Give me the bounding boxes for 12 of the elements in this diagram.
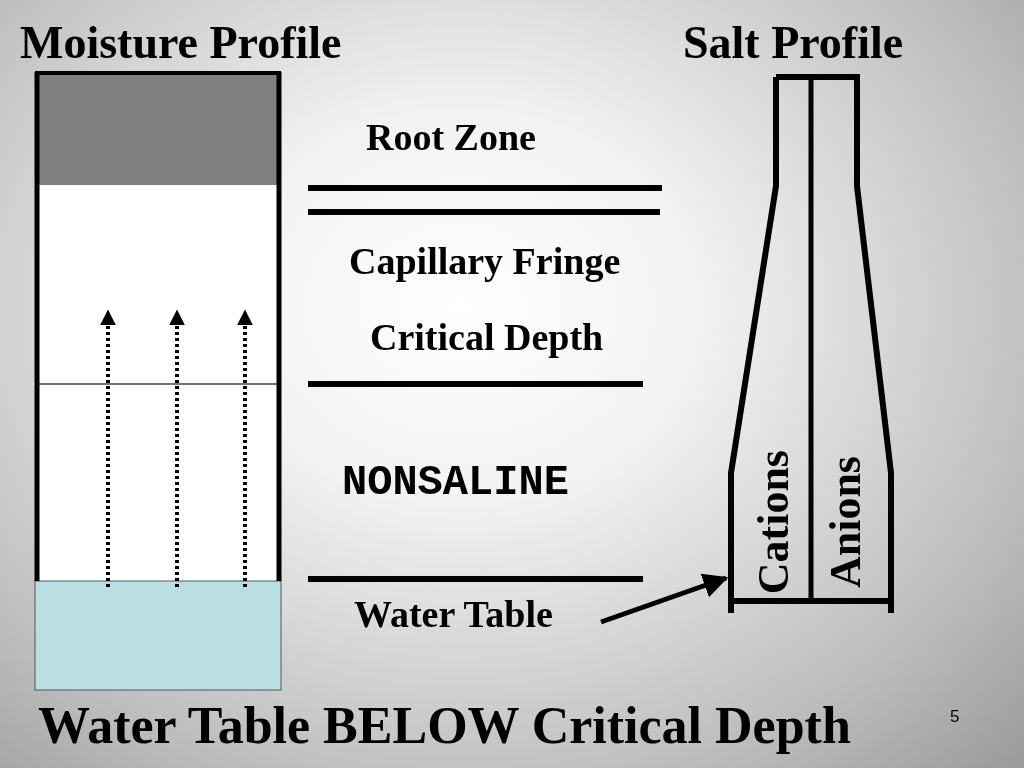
zone-label: Water Table [354, 592, 553, 636]
profile-heading: Moisture Profile [20, 20, 342, 66]
ion-label: Cations [752, 449, 796, 594]
zone-label: NONSALINE [342, 462, 569, 504]
zone-label: Capillary Fringe [349, 242, 621, 280]
zone-label: Root Zone [366, 118, 536, 156]
zone-label: Critical Depth [370, 318, 604, 356]
arrow [600, 573, 729, 625]
slide-title: Water Table BELOW Critical Depth [38, 700, 851, 752]
profile-heading: Salt Profile [683, 20, 904, 66]
slide-number: 5 [950, 708, 960, 725]
ion-label: Anions [824, 455, 868, 588]
